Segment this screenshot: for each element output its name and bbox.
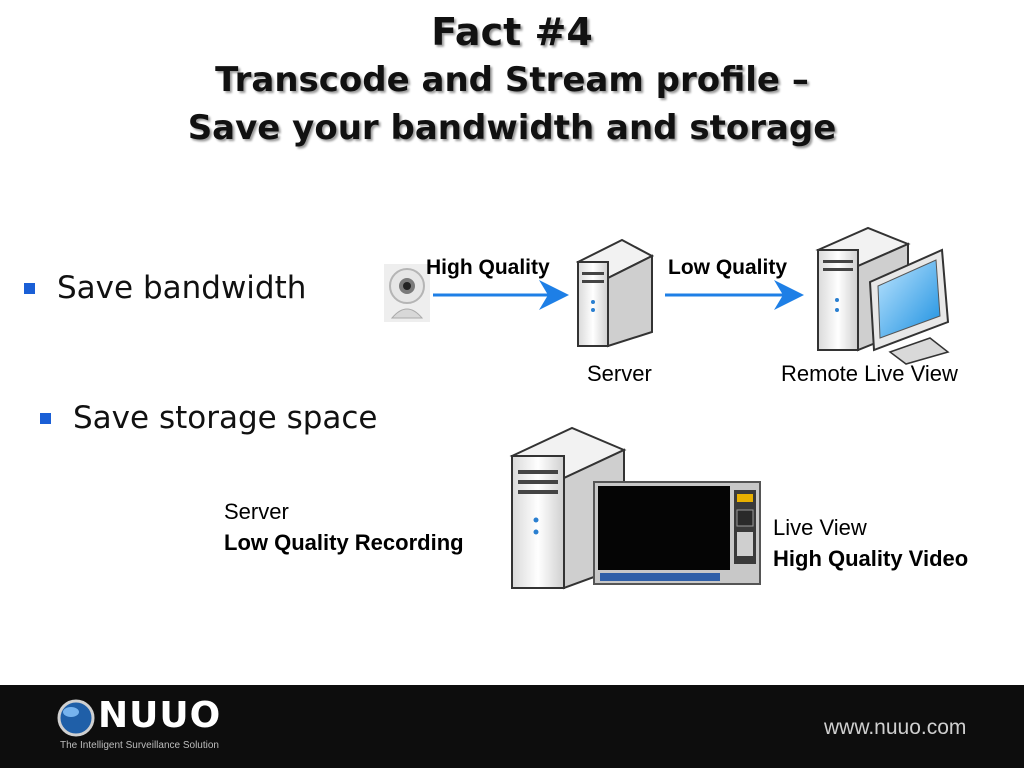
slide-subtitle-2: Save your bandwidth and storage <box>187 108 837 148</box>
footer-url-link[interactable]: www.nuuo.com <box>824 716 967 739</box>
footer-tagline: The Intelligent Surveillance Solution <box>60 740 219 751</box>
label-low-quality: Low Quality <box>668 256 788 279</box>
bullet-label: Save bandwidth <box>57 270 307 306</box>
server-icon <box>575 238 655 348</box>
label-server: Server <box>587 361 652 386</box>
diagram-art <box>384 226 950 590</box>
footer-bar <box>0 685 1024 768</box>
slide-subtitle-1: Transcode and Stream profile – <box>215 60 809 100</box>
webcam-icon <box>384 264 430 322</box>
desktop-computer-icon <box>815 226 950 365</box>
label-high-quality-video: High Quality Video <box>773 546 969 571</box>
bullet-label: Save storage space <box>73 400 378 436</box>
label-server-2: Server <box>224 499 289 524</box>
label-remote-live-view: Remote Live View <box>781 361 958 386</box>
bullet-square-icon <box>24 282 35 294</box>
label-live-view: Live View <box>773 515 867 540</box>
label-low-quality-recording: Low Quality Recording <box>224 530 464 555</box>
bullet-save-storage: Save storage space <box>40 400 378 436</box>
bullet-square-icon <box>40 412 51 424</box>
slide-title: Fact #4 <box>431 10 593 54</box>
bullet-save-bandwidth: Save bandwidth <box>24 270 306 306</box>
footer-logo-text: NUUO <box>98 695 222 736</box>
monitor-player-icon <box>593 481 761 585</box>
label-high-quality: High Quality <box>426 256 550 279</box>
